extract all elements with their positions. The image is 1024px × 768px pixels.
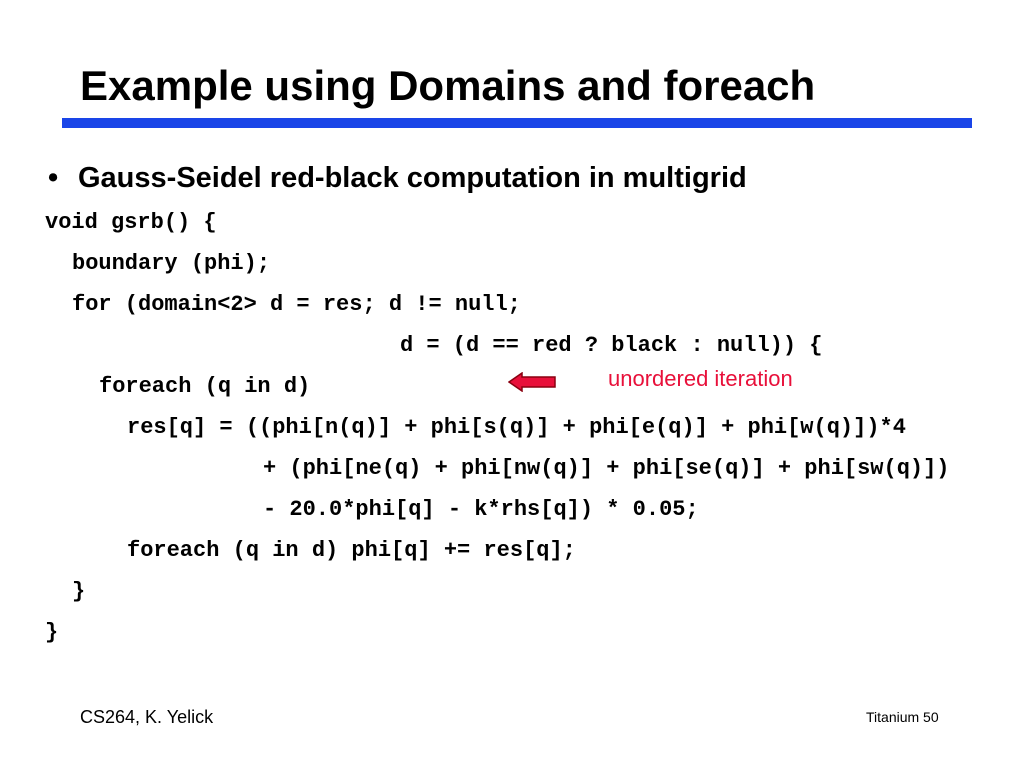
left-arrow-icon [508,372,556,392]
code-line: - 20.0*phi[q] - k*rhs[q]) * 0.05; [263,497,699,522]
title-rule [62,118,972,128]
code-line: } [72,579,86,604]
annotation-label: unordered iteration [608,366,793,391]
code-line: for (domain<2> d = res; d != null; [72,292,521,317]
footer-slide-number: Titanium 50 [866,709,939,725]
bullet-text: Gauss-Seidel red-black computation in mu… [78,162,747,194]
code-line: void gsrb() { [45,210,217,235]
title-rule-bar [62,118,972,128]
left-arrow-shape [508,372,556,392]
code-line: + (phi[ne(q) + phi[nw(q)] + phi[se(q)] +… [263,456,950,481]
code-line: d = (d == red ? black : null)) { [400,333,823,358]
bullet-marker: • [48,162,59,194]
code-line: res[q] = ((phi[n(q)] + phi[s(q)] + phi[e… [127,415,906,440]
bullet-item: • Gauss-Seidel red-black computation in m… [48,158,747,198]
code-line: } [45,620,59,645]
footer-author: CS264, K. Yelick [80,707,214,727]
code-line: foreach (q in d) [99,374,311,399]
code-line: boundary (phi); [72,251,271,276]
slide-title: Example using Domains and foreach [80,62,816,109]
code-line: foreach (q in d) phi[q] += res[q]; [127,538,576,563]
